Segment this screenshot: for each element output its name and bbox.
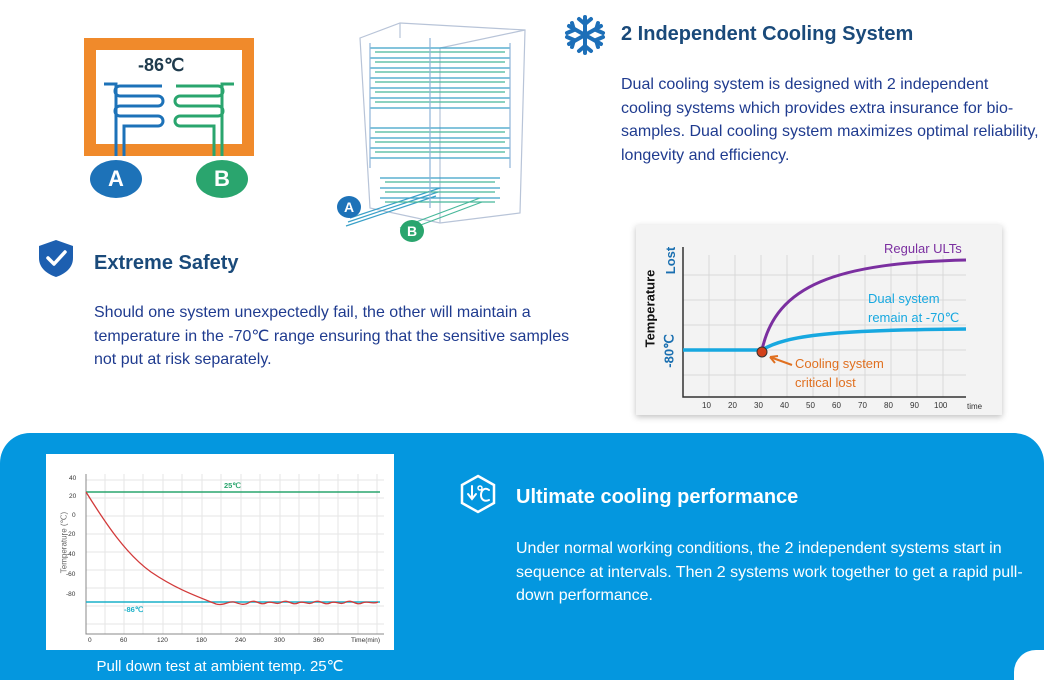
x-tick: 40 — [780, 401, 789, 410]
y-tick: -20 — [66, 531, 76, 538]
x-tick: 60 — [120, 637, 128, 644]
pulldown-chart-card: Temperature (℃) 40 20 0 -20 -40 -60 -80 … — [46, 454, 394, 650]
independent-cooling-text: Dual cooling system is designed with 2 i… — [621, 76, 1039, 164]
comparison-chart — [682, 247, 967, 398]
performance-text: Under normal working conditions, the 2 i… — [516, 540, 1023, 604]
x-tick: 360 — [313, 637, 324, 644]
dual-system-legend-line1: Dual system — [868, 291, 940, 306]
regular-ult-line — [760, 258, 967, 351]
y-tick: -60 — [66, 571, 76, 578]
ambient-label: 25℃ — [224, 481, 241, 490]
failure-point-marker — [756, 346, 768, 358]
cooling-down-icon — [460, 474, 496, 514]
x-unit-label: Time(min) — [351, 637, 381, 644]
evaporator-coils — [104, 82, 234, 156]
x-tick: 10 — [702, 401, 711, 410]
x-tick: 70 — [858, 401, 867, 410]
x-tick: 100 — [934, 401, 948, 410]
independent-cooling-title: 2 Independent Cooling System — [621, 23, 914, 45]
comparison-chart-card: Temperature Lost -80℃ Regular ULTs Dual … — [636, 225, 1002, 415]
freezer-system-b-badge: B — [400, 220, 424, 242]
pulldown-curve — [85, 491, 379, 606]
x-tick: 300 — [274, 637, 285, 644]
y-tick: 40 — [69, 475, 77, 482]
freezer-system-a-badge: A — [337, 196, 361, 218]
system-b-badge: B — [196, 160, 248, 198]
x-unit-label: time — [967, 402, 983, 411]
failure-arrow — [769, 356, 793, 366]
x-tick: 30 — [754, 401, 763, 410]
dual-system-line — [761, 327, 967, 352]
schematic-temperature: -86℃ — [138, 55, 185, 75]
y-tick: -40 — [66, 551, 76, 558]
cooling-schematic-frame — [84, 38, 254, 156]
x-tick: 20 — [728, 401, 737, 410]
x-tick: 240 — [235, 637, 246, 644]
shield-check-icon — [39, 240, 73, 277]
dual-system-legend-line2: remain at -70℃ — [868, 310, 960, 325]
y-tick: 20 — [69, 493, 77, 500]
x-tick: 60 — [832, 401, 841, 410]
cooling-lost-label-line1: Cooling system — [795, 356, 884, 371]
target-label: -86℃ — [124, 605, 144, 614]
pulldown-chart — [85, 474, 384, 635]
x-tick: 90 — [910, 401, 919, 410]
extreme-safety-title: Extreme Safety — [94, 252, 239, 274]
x-tick: 180 — [196, 637, 207, 644]
snowflake-icon — [565, 15, 605, 55]
y-top-label: Lost — [663, 246, 679, 275]
performance-title: Ultimate cooling performance — [516, 486, 799, 508]
x-tick: 0 — [88, 637, 92, 644]
comparison-ylabel: Temperature — [642, 269, 658, 348]
y-tick: 0 — [72, 512, 76, 519]
system-a-badge: A — [90, 160, 142, 198]
extreme-safety-text: Should one system unexpectedly fail, the… — [94, 304, 570, 368]
regular-ult-legend: Regular ULTs — [884, 241, 962, 256]
y-tick: -80 — [66, 591, 76, 598]
cooling-lost-label-line2: critical lost — [795, 375, 856, 390]
y-bottom-label: -80℃ — [661, 334, 677, 368]
x-tick: 50 — [806, 401, 815, 410]
x-tick: 80 — [884, 401, 893, 410]
pulldown-caption: Pull down test at ambient temp. 25℃ — [96, 658, 344, 675]
x-tick: 120 — [157, 637, 168, 644]
